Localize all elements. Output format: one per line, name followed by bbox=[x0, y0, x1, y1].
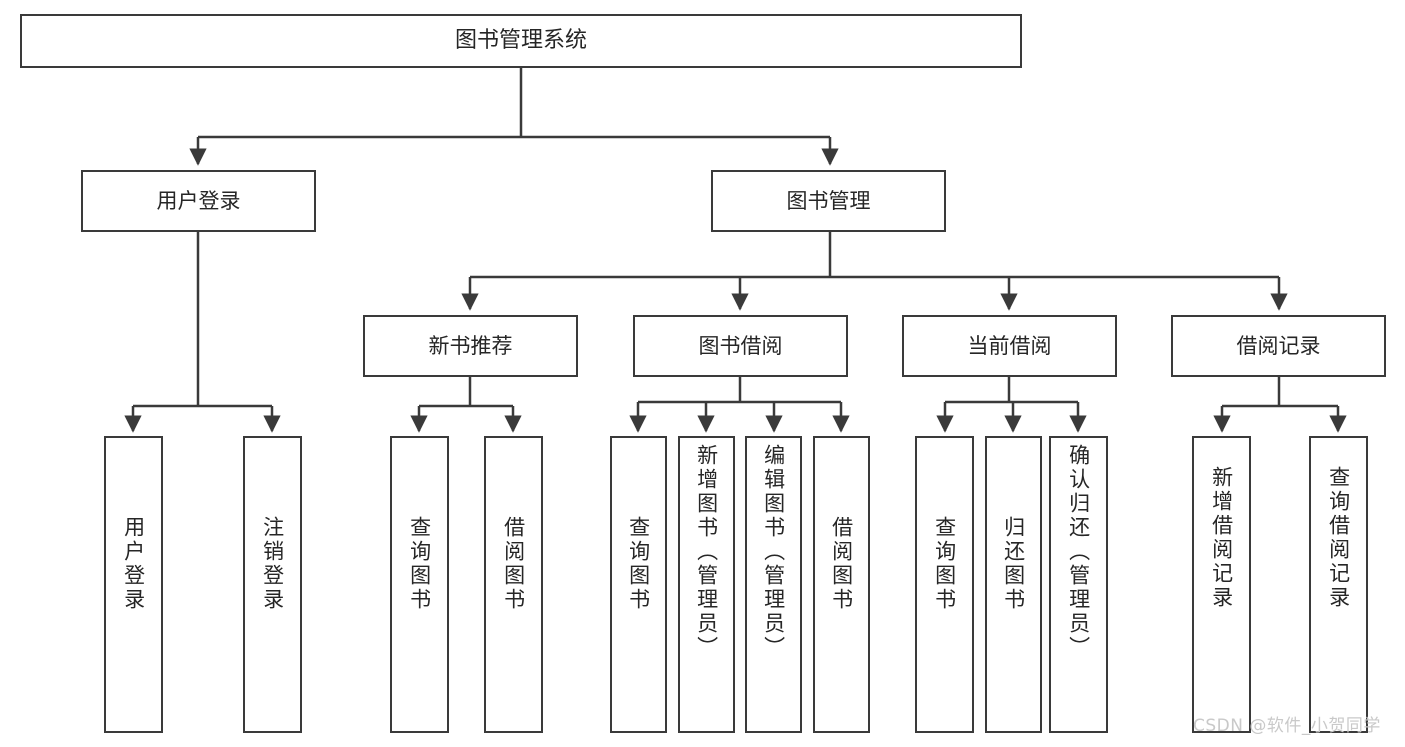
leaf-confirm-return[interactable]: 确认归还（管理员） bbox=[1049, 436, 1108, 733]
leaf-query-book-1[interactable]: 查询图书 bbox=[390, 436, 449, 733]
node-label: 查询图书 bbox=[626, 516, 651, 612]
node-current-borrow[interactable]: 当前借阅 bbox=[902, 315, 1117, 377]
leaf-return-book[interactable]: 归还图书 bbox=[985, 436, 1042, 733]
node-label: 用户登录 bbox=[121, 516, 146, 612]
leaf-user-login[interactable]: 用户登录 bbox=[104, 436, 163, 733]
node-label: 注销登录 bbox=[260, 516, 285, 612]
node-label: 图书管理系统 bbox=[454, 28, 587, 54]
node-book-manage[interactable]: 图书管理 bbox=[711, 170, 946, 232]
node-label: 借阅记录 bbox=[1236, 333, 1321, 358]
leaf-query-book-3[interactable]: 查询图书 bbox=[915, 436, 974, 733]
node-label: 归还图书 bbox=[1001, 516, 1026, 612]
leaf-add-record[interactable]: 新增借阅记录 bbox=[1192, 436, 1251, 733]
leaf-edit-book[interactable]: 编辑图书（管理员） bbox=[745, 436, 802, 733]
leaf-add-book[interactable]: 新增图书（管理员） bbox=[678, 436, 735, 733]
node-label: 新书推荐 bbox=[428, 333, 513, 358]
node-borrow-record[interactable]: 借阅记录 bbox=[1171, 315, 1386, 377]
node-label: 用户登录 bbox=[156, 188, 241, 213]
node-root-system[interactable]: 图书管理系统 bbox=[20, 14, 1022, 68]
node-new-book-rec[interactable]: 新书推荐 bbox=[363, 315, 578, 377]
watermark-text: CSDN @软件_小贺同学 bbox=[1193, 716, 1381, 736]
leaf-logout-login[interactable]: 注销登录 bbox=[243, 436, 302, 733]
node-label: 查询图书 bbox=[407, 516, 432, 612]
node-label: 新增图书（管理员） bbox=[694, 444, 719, 660]
node-label: 查询借阅记录 bbox=[1326, 466, 1351, 610]
leaf-query-book-2[interactable]: 查询图书 bbox=[610, 436, 667, 733]
node-label: 图书管理 bbox=[786, 188, 871, 213]
node-label: 编辑图书（管理员） bbox=[761, 444, 786, 660]
node-label: 当前借阅 bbox=[967, 333, 1052, 358]
leaf-query-record[interactable]: 查询借阅记录 bbox=[1309, 436, 1368, 733]
node-label: 借阅图书 bbox=[501, 516, 526, 612]
node-label: 确认归还（管理员） bbox=[1066, 444, 1091, 660]
leaf-borrow-book-1[interactable]: 借阅图书 bbox=[484, 436, 543, 733]
node-book-borrow[interactable]: 图书借阅 bbox=[633, 315, 848, 377]
node-label: 借阅图书 bbox=[829, 516, 854, 612]
node-label: 新增借阅记录 bbox=[1209, 466, 1234, 610]
node-label: 查询图书 bbox=[932, 516, 957, 612]
node-label: 图书借阅 bbox=[698, 333, 783, 358]
leaf-borrow-book-2[interactable]: 借阅图书 bbox=[813, 436, 870, 733]
node-user-login[interactable]: 用户登录 bbox=[81, 170, 316, 232]
